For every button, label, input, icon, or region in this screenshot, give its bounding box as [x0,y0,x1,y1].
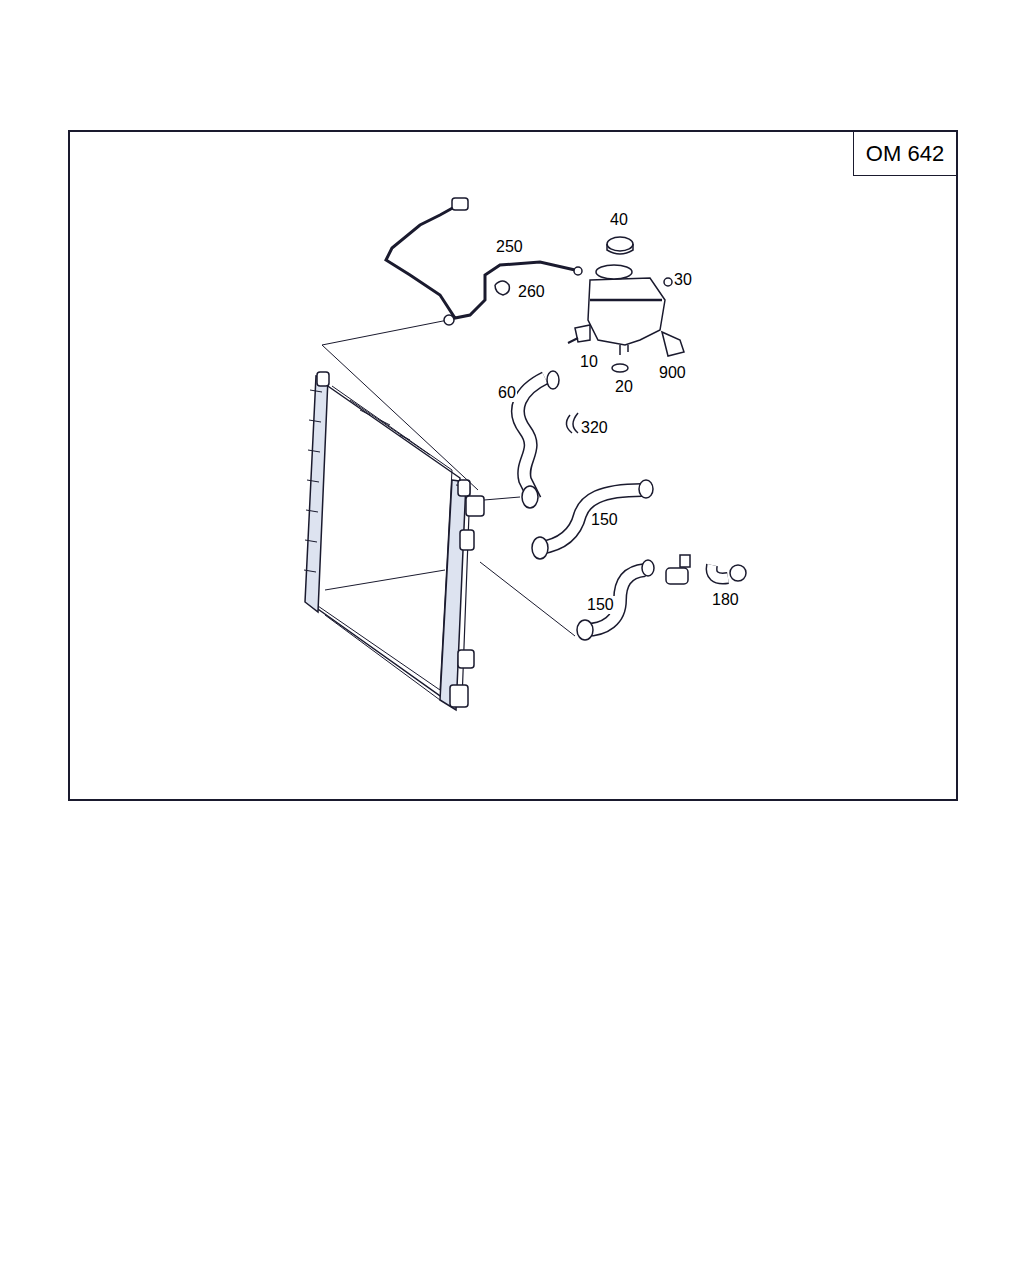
callout-number: 20 [614,378,634,396]
engine-code-box: OM 642 [853,131,957,176]
engine-code: OM 642 [866,141,944,167]
radiator [304,372,484,710]
callout-number: 30 [673,271,693,289]
hose [518,371,578,508]
expansion-tank [568,237,684,372]
callout-number: 260 [517,283,546,301]
callout-number: 40 [609,211,629,229]
callout-number: 10 [579,353,599,371]
vent-pipe [386,198,582,325]
callout-number: 900 [658,364,687,382]
hose-fitting [666,555,746,584]
callout-number: 180 [711,591,740,609]
callout-number: 150 [586,596,615,614]
callout-number: 320 [580,419,609,437]
callout-number: 60 [497,384,517,402]
callout-number: 150 [590,511,619,529]
callout-number: 250 [495,238,524,256]
